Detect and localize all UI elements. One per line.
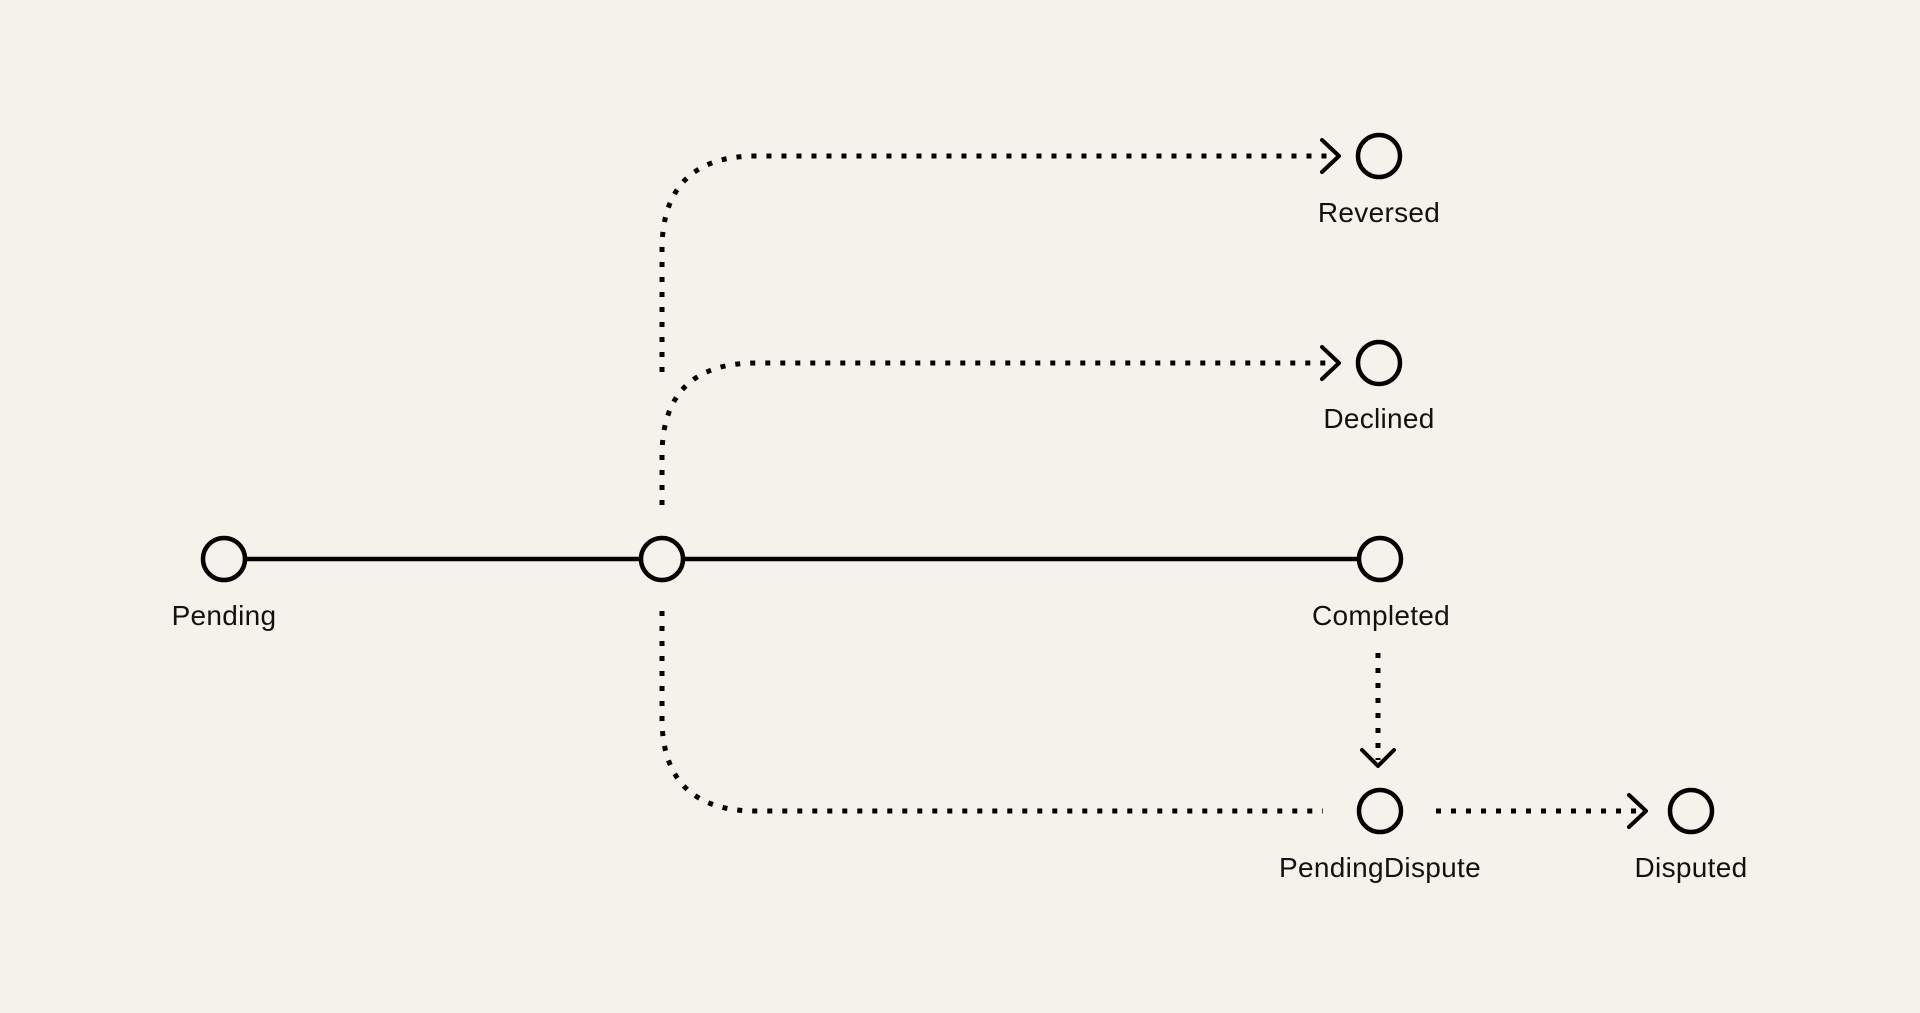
node-branch [638, 535, 686, 583]
node-reversed: Reversed [1318, 132, 1440, 228]
node-label: Reversed [1318, 197, 1440, 228]
node-circle-icon [1356, 535, 1404, 583]
node-circle-icon [1667, 787, 1715, 835]
node-disputed: Disputed [1635, 787, 1748, 883]
node-label: Completed [1312, 600, 1450, 631]
node-label: Pending [172, 600, 277, 631]
node-label: Disputed [1635, 852, 1748, 883]
node-circle-icon [1355, 339, 1403, 387]
arrow-reversed-icon [1320, 138, 1341, 174]
node-declined: Declined [1323, 339, 1434, 434]
arrow-disputed-icon [1627, 793, 1648, 829]
node-circle-icon [1355, 132, 1403, 180]
node-completed: Completed [1312, 535, 1450, 631]
arrow-pendingdispute-icon [1360, 748, 1396, 768]
edge-branch-to-reversed [659, 153, 1330, 372]
node-pending: Pending [172, 535, 277, 631]
node-circle-icon [200, 535, 248, 583]
node-pending-dispute: PendingDispute [1279, 787, 1481, 883]
node-circle-icon [1356, 787, 1404, 835]
node-circle-icon [638, 535, 686, 583]
node-label: PendingDispute [1279, 852, 1481, 883]
arrow-declined-icon [1320, 345, 1341, 381]
node-label: Declined [1323, 403, 1434, 434]
edge-branch-to-pendingdispute [659, 611, 1323, 814]
edge-branch-to-declined [659, 360, 1330, 505]
